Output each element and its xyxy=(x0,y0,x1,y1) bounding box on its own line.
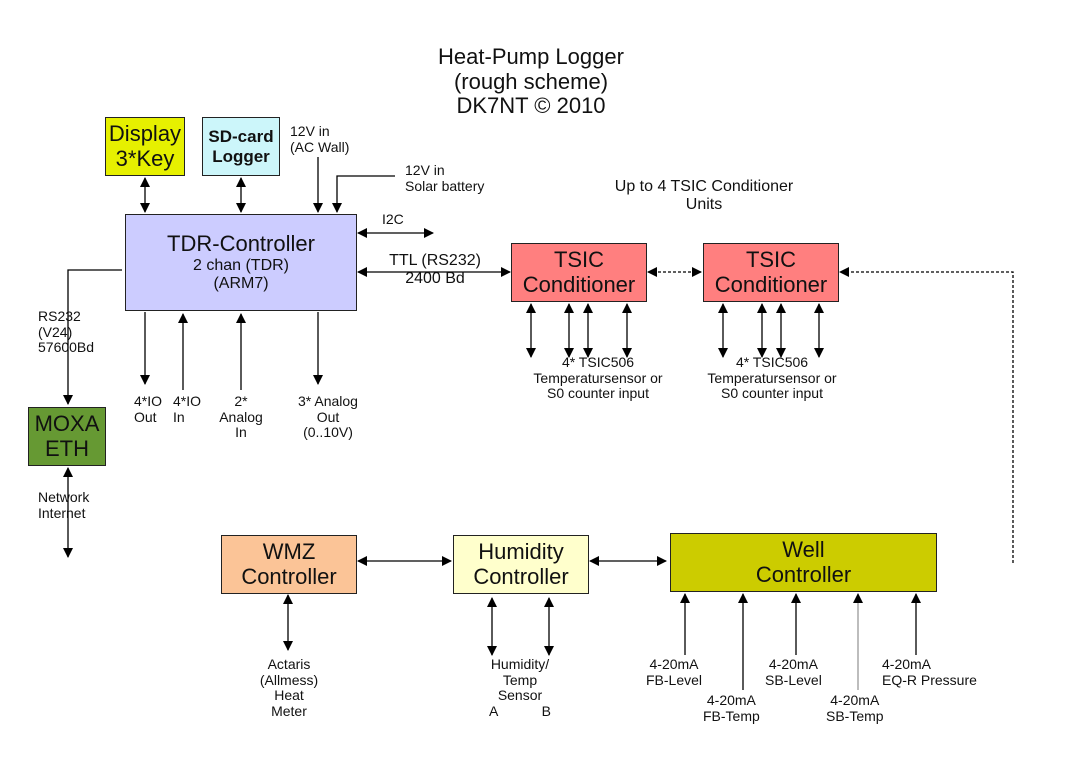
tdr-controller-block: TDR-Controller 2 chan (TDR) (ARM7) xyxy=(125,214,357,311)
sb-level-label: 4-20mA SB-Level xyxy=(765,656,822,688)
tsic2-sensors-label: 4* TSIC506 Temperatursensor or S0 counte… xyxy=(707,354,837,402)
power-solar-link xyxy=(332,175,395,213)
io-in-label: 4*IO In xyxy=(173,393,202,425)
tsic-units-label: Up to 4 TSIC Conditioner Units xyxy=(614,178,794,213)
well-controller-block: Well Controller xyxy=(670,533,937,592)
fb-level-label: 4-20mA FB-Level xyxy=(646,656,703,688)
ttl-label: TTL (RS232) 2400 Bd xyxy=(389,252,481,287)
display-keypad-block: Display 3*Key xyxy=(105,117,185,176)
eqr-pressure-label: 4-20mA EQ-R Pressure xyxy=(882,656,977,688)
wmz-controller-block: WMZ Controller xyxy=(221,535,357,594)
tsic-conditioner-2-block: TSIC Conditioner xyxy=(703,243,839,302)
diagram-title: Heat-Pump Logger (rough scheme) DK7NT © … xyxy=(438,44,624,119)
moxa-eth-block: MOXA ETH xyxy=(28,407,106,466)
analog-out-label: 3* Analog Out (0..10V) xyxy=(298,393,358,441)
sdcard-logger-block: SD-card Logger xyxy=(202,117,280,176)
power-ac-label: 12V in (AC Wall) xyxy=(290,123,350,155)
sb-temp-label: 4-20mA SB-Temp xyxy=(826,692,884,724)
i2c-label: I2C xyxy=(382,211,404,227)
heat-meter-label: Actaris (Allmess) Heat Meter xyxy=(259,656,319,720)
power-solar-label: 12V in Solar battery xyxy=(405,162,485,194)
humidity-controller-block: Humidity Controller xyxy=(453,535,589,594)
tsic1-sensors-label: 4* TSIC506 Temperatursensor or S0 counte… xyxy=(533,354,663,402)
rs232-label: RS232 (V24) 57600Bd xyxy=(38,308,95,356)
rs232-link xyxy=(63,269,122,405)
humidity-sensor-label: Humidity/ Temp Sensor A B xyxy=(489,656,551,720)
network-label: Network Internet xyxy=(38,489,90,521)
well-tsic-link xyxy=(839,267,1014,563)
tsic-conditioner-1-block: TSIC Conditioner xyxy=(511,243,647,302)
fb-temp-label: 4-20mA FB-Temp xyxy=(703,692,760,724)
io-out-label: 4*IO Out xyxy=(134,393,163,425)
analog-in-label: 2* Analog In xyxy=(219,393,263,441)
